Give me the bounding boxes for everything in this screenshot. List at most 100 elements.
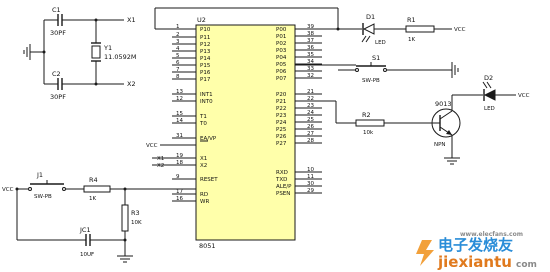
pin-name: P01 bbox=[276, 34, 286, 40]
npn-transistor-icon bbox=[431, 108, 461, 138]
pin-name: P14 bbox=[200, 56, 211, 62]
d2-label: LED bbox=[484, 106, 495, 112]
switch-j1-icon bbox=[28, 180, 66, 191]
q-type: NPN bbox=[434, 142, 446, 148]
vcc-label-led1: VCC bbox=[454, 27, 466, 33]
vcc-label-ea: VCC bbox=[146, 143, 158, 149]
pin-name: P15 bbox=[200, 63, 211, 69]
resistor-r2 bbox=[355, 119, 385, 127]
reset-circuit: VCC J1 SW-PB R4 1K R3 10K bbox=[2, 171, 196, 263]
pin-name: P25 bbox=[276, 127, 287, 133]
pin-number: 29 bbox=[307, 188, 314, 194]
d2-ref: D2 bbox=[484, 74, 493, 82]
pin-name: P27 bbox=[276, 141, 287, 147]
pin-number: 11 bbox=[307, 174, 314, 180]
pin-number: 4 bbox=[176, 46, 180, 52]
pin-name: RXD bbox=[276, 170, 288, 176]
pin-name: EA/VP bbox=[200, 136, 217, 142]
pin-name: P10 bbox=[200, 27, 211, 33]
led-d1-circuit: D1 LED R1 1K VCC S1 SW-PB bbox=[154, 7, 466, 84]
vcc-label-reset: VCC bbox=[2, 187, 14, 193]
pin-number: 15 bbox=[176, 111, 183, 117]
pin-name: INT0 bbox=[200, 99, 213, 105]
pin-number: 24 bbox=[307, 110, 314, 116]
transistor-circuit: R2 10k 9013 NPN D2 LED VCC bbox=[295, 74, 530, 165]
chip-part: 8051 bbox=[199, 242, 216, 250]
pin-name: T1 bbox=[199, 114, 207, 120]
net-label-x1: X1 bbox=[127, 16, 136, 24]
pin-name: P22 bbox=[276, 106, 286, 112]
pin-number: 14 bbox=[176, 118, 183, 124]
pin-number: 16 bbox=[176, 196, 183, 202]
chip-x2-label: X2 bbox=[157, 163, 164, 169]
pin-number: 3 bbox=[176, 39, 180, 45]
pin-name: X2 bbox=[200, 163, 207, 169]
led-d2-icon bbox=[482, 81, 496, 101]
watermark: 电子发烧友 jiexiantu com www.elecfans.com bbox=[416, 231, 537, 271]
pin-name: P21 bbox=[276, 99, 286, 105]
pin-name: RD bbox=[200, 192, 208, 198]
r4-value: 1K bbox=[89, 196, 96, 202]
chip-body bbox=[195, 24, 296, 241]
pin-number: 32 bbox=[307, 73, 314, 79]
r1-value: 1K bbox=[408, 37, 415, 43]
chip-ref: U2 bbox=[197, 16, 206, 24]
pin-name: P02 bbox=[276, 41, 286, 47]
pin-name: T0 bbox=[199, 121, 207, 127]
resistor-r4 bbox=[83, 185, 111, 193]
s1-value: SW-PB bbox=[362, 78, 380, 84]
watermark-line4: com bbox=[516, 260, 537, 270]
r2-value: 10k bbox=[363, 130, 374, 136]
pin-number: 18 bbox=[176, 160, 183, 166]
r3-ref: R3 bbox=[131, 209, 140, 217]
ground-icon bbox=[451, 62, 459, 78]
ground-icon bbox=[444, 157, 460, 165]
pin-number: 6 bbox=[176, 60, 180, 66]
pin-name: PSEN bbox=[276, 191, 290, 197]
watermark-line2: www.elecfans.com bbox=[460, 231, 523, 238]
pin-number: 30 bbox=[307, 181, 314, 187]
vcc-label-led2: VCC bbox=[518, 93, 530, 99]
j1-ref: J1 bbox=[36, 171, 43, 179]
pin-number: 37 bbox=[307, 38, 314, 44]
q-part: 9013 bbox=[435, 100, 452, 108]
pin-number: 31 bbox=[176, 133, 183, 139]
pin-name: ALE/P bbox=[276, 184, 292, 190]
pin-name: P05 bbox=[276, 62, 287, 68]
y1-ref: Y1 bbox=[103, 44, 112, 52]
pin-name: P17 bbox=[200, 77, 211, 83]
c1-value: 30PF bbox=[50, 29, 66, 37]
pin-name: P24 bbox=[276, 120, 287, 126]
pin-name: P26 bbox=[276, 134, 287, 140]
pin-name: P00 bbox=[276, 27, 287, 33]
pin-name: WR bbox=[200, 199, 209, 205]
pin-number: 13 bbox=[176, 89, 183, 95]
pin-number: 10 bbox=[307, 167, 314, 173]
pin-name: P12 bbox=[200, 42, 210, 48]
pin-name: P13 bbox=[200, 49, 211, 55]
jc1-value: 10UF bbox=[80, 252, 94, 258]
pin-number: 17 bbox=[176, 189, 183, 195]
pin-number: 38 bbox=[307, 31, 314, 37]
switch-s1-icon bbox=[355, 62, 387, 72]
